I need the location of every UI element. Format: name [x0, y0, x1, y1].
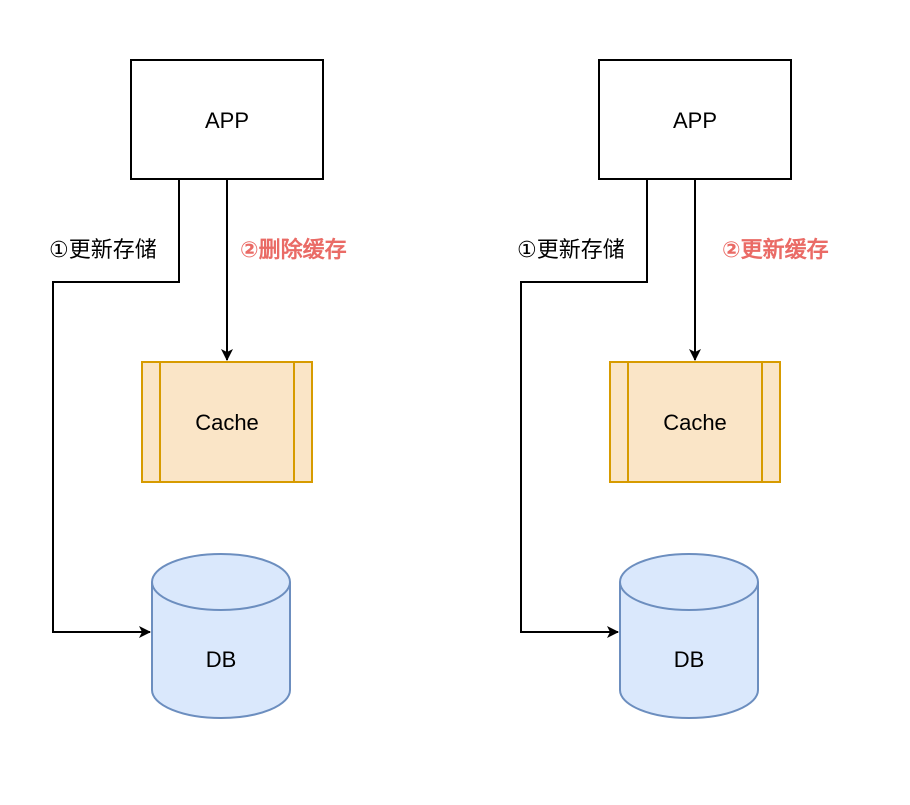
step2-label: ②更新缓存 [722, 237, 829, 262]
step1-label: ①更新存储 [517, 237, 625, 262]
cache-label: Cache [663, 410, 727, 435]
db-label: DB [674, 647, 705, 672]
cache-box[interactable]: Cache [141, 361, 313, 483]
app-label: APP [205, 108, 249, 133]
update-storage-arrow [52, 180, 180, 638]
db-cylinder[interactable]: DB [619, 553, 759, 719]
app-box[interactable]: APP [130, 59, 324, 180]
left-diagram: APP Cache DB ①更新存储 ②删除缓存 [49, 59, 347, 719]
right-diagram: APP Cache DB ①更新存储 ②更新缓存 [517, 59, 829, 719]
app-label: APP [673, 108, 717, 133]
step2-label: ②删除缓存 [240, 237, 347, 262]
cache-label: Cache [195, 410, 259, 435]
step1-label: ①更新存储 [49, 237, 157, 262]
cache-box[interactable]: Cache [609, 361, 781, 483]
update-storage-arrow [520, 180, 648, 638]
app-box[interactable]: APP [598, 59, 792, 180]
db-label: DB [206, 647, 237, 672]
db-cylinder[interactable]: DB [151, 553, 291, 719]
